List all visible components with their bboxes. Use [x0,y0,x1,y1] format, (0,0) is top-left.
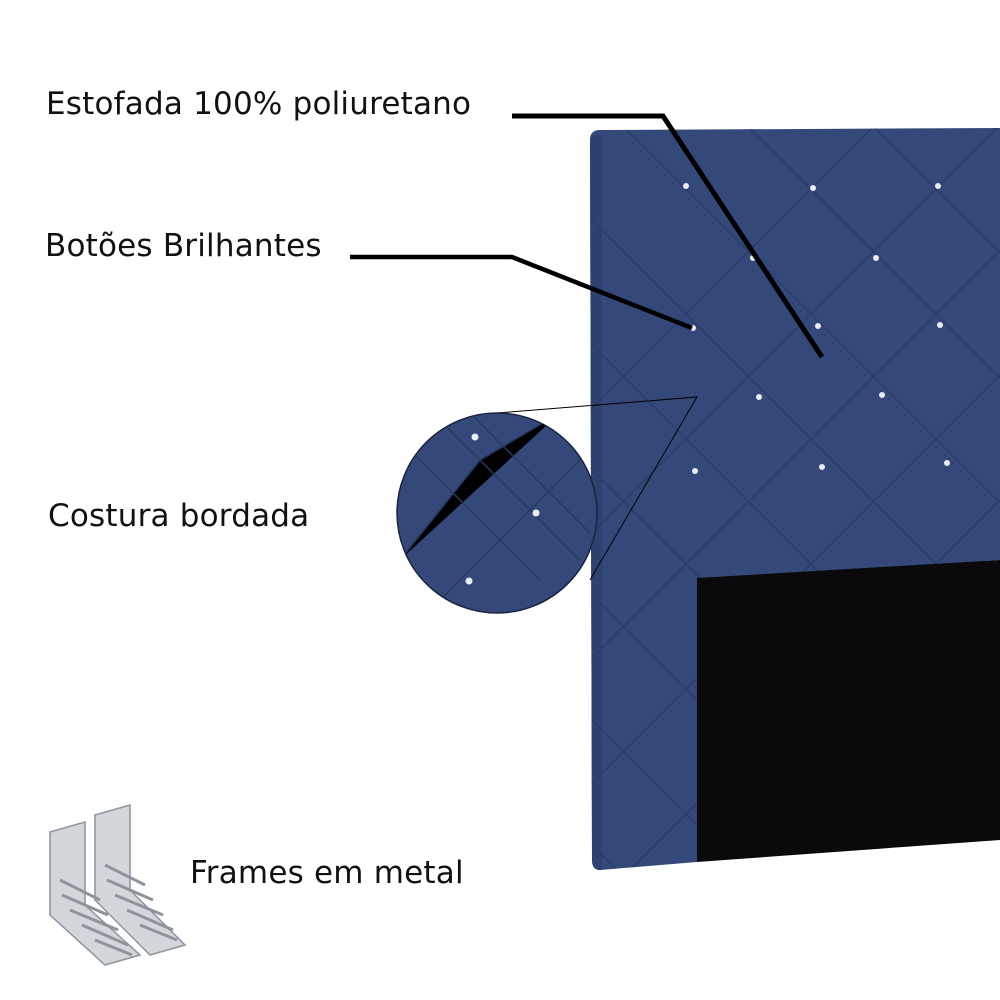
leader-lines [350,113,825,581]
quilt-seam [590,217,1000,629]
headboard [590,128,1000,870]
crystal-button [815,323,821,329]
quilt-seam [874,128,1000,254]
quilt-seam [624,128,1000,504]
crystal-button [937,322,943,328]
crystal-button [692,468,698,474]
quilt-seam [590,128,873,411]
quilt-seam [590,128,998,536]
crystal-button [810,185,816,191]
crystal-button [819,464,825,470]
label-buttons: Botões Brilhantes [45,228,322,264]
metal-frames-icon [49,804,187,966]
quilt-seam [590,842,618,870]
label-frames: Frames em metal [190,855,464,891]
crystal-button [873,255,879,261]
crystal-button [944,460,950,466]
black-base-panel [697,560,1000,862]
stitching-zoom-circle [396,412,598,614]
crystal-button [879,392,885,398]
label-upholstery: Estofada 100% poliuretano [46,86,472,122]
crystal-button [935,183,941,189]
crystal-button [683,183,689,189]
label-stitching: Costura bordada [48,498,310,534]
crystal-button [756,394,762,400]
quilt-seam [749,128,1000,379]
quilt-seam [590,249,1000,661]
crystal-buttons [683,183,950,474]
